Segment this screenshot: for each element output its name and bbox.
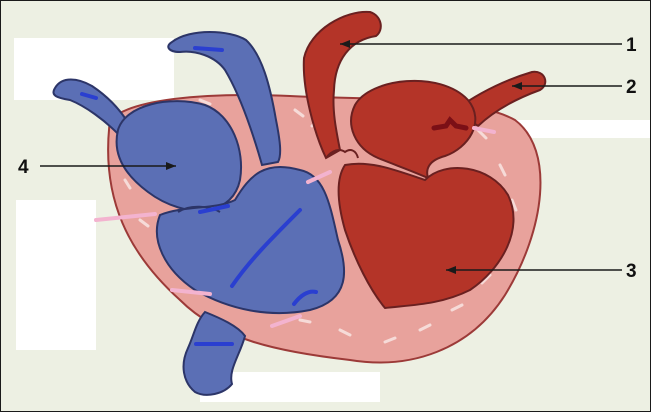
label-2: 2 — [626, 77, 637, 98]
label-1: 1 — [626, 35, 637, 56]
label-4: 4 — [18, 157, 29, 178]
label-3: 3 — [626, 261, 637, 282]
blank-box-left — [16, 200, 96, 350]
